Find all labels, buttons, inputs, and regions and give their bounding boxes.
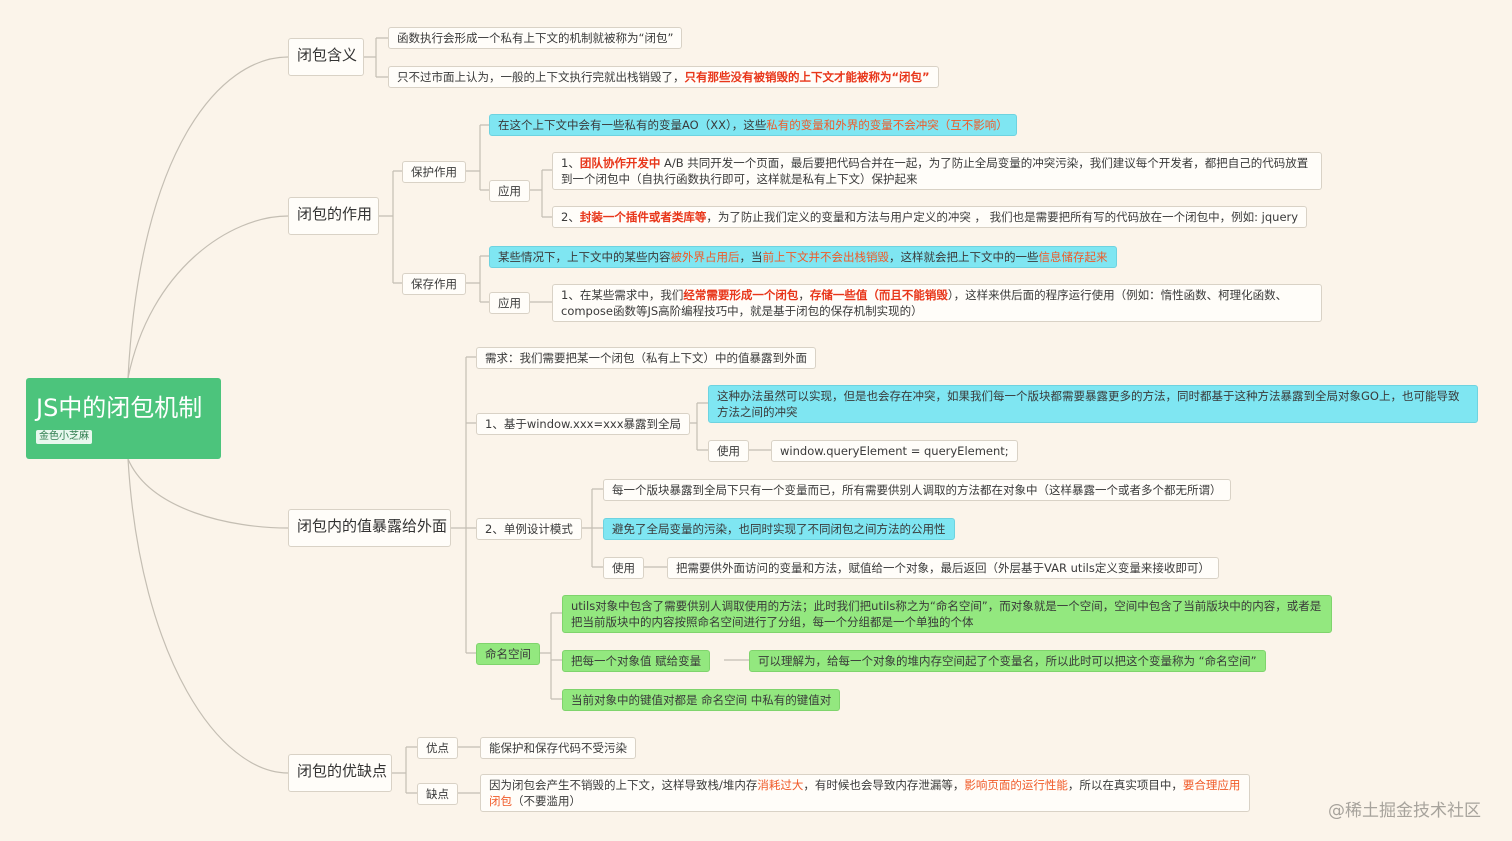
node-window-use[interactable]: 使用 [708,440,749,462]
link-root-expose [127,458,289,529]
node-pro[interactable]: 能保护和保存代码不受污染 [480,737,636,759]
node-window-code[interactable]: window.queryElement = queryElement; [771,440,1018,462]
node-protect-apply[interactable]: 应用 [489,180,530,202]
node-pros-cons[interactable]: 闭包的优缺点 [288,754,392,792]
node-protect-app2[interactable]: 2、封装一个插件或者类库等，为了防止我们定义的变量和方法与用户定义的冲突 ， 我… [552,206,1308,228]
node-save-desc[interactable]: 某些情况下，上下文中的某些内容被外界占用后，当前上下文并不会出栈销毁，这样就会把… [489,246,1117,268]
node-window[interactable]: 1、基于window.xxx=xxx暴露到全局 [476,413,691,435]
node-namespace-desc[interactable]: utils对象中包含了需要供别人调取使用的方法；此时我们把utils称之为“命名… [562,595,1332,633]
node-protect-desc[interactable]: 在这个上下文中会有一些私有的变量AO（XX），这些私有的变量和外界的变量不会冲突… [489,114,1017,136]
node-save-apply[interactable]: 应用 [489,292,530,314]
node-singleton[interactable]: 2、单例设计模式 [476,518,582,540]
node-namespace-assign[interactable]: 把每一个对象值 赋给变量 [562,650,711,672]
link-root-proscons [127,458,289,774]
node-singleton-use-desc[interactable]: 把需要供外面访问的变量和方法，赋值给一个对象，最后返回（外层基于VAR util… [667,557,1219,579]
node-singleton-note2[interactable]: 避免了全局变量的污染，也同时实现了不同闭包之间方法的公用性 [603,518,955,540]
root-node[interactable]: JS中的闭包机制 金色小芝麻 [26,378,221,459]
node-save-app1[interactable]: 1、在某些需求中，我们经常需要形成一个闭包，存储一些值（而且不能销毁），这样来供… [552,284,1322,322]
node-protect-app1[interactable]: 1、团队协作开发中 A/B 共同开发一个页面，最后要把代码合并在一起，为了防止全… [552,152,1322,190]
highlight-text: 只有那些没有被销毁的上下文才能被称为“闭包” [684,70,930,84]
node-meaning-1[interactable]: 函数执行会形成一个私有上下文的机制就被称为“闭包” [388,27,683,49]
node-role[interactable]: 闭包的作用 [288,197,379,235]
node-meaning[interactable]: 闭包含义 [288,38,364,76]
node-con-label[interactable]: 缺点 [417,783,458,805]
node-window-note[interactable]: 这种办法虽然可以实现，但是也会存在冲突，如果我们每一个版块都需要暴露更多的方法，… [708,385,1478,423]
link-root-meaning [127,56,289,379]
node-singleton-note1[interactable]: 每一个版块暴露到全局下只有一个变量而已，所有需要供别人调取的方法都在对象中（这样… [603,479,1231,501]
node-pro-label[interactable]: 优点 [417,737,458,759]
node-protect[interactable]: 保护作用 [402,161,466,183]
node-expose-need[interactable]: 需求：我们需要把某一个闭包（私有上下文）中的值暴露到外面 [476,347,816,369]
node-expose[interactable]: 闭包内的值暴露给外面 [288,509,451,547]
root-tag: 金色小芝麻 [36,430,92,444]
root-title: JS中的闭包机制 [36,394,203,422]
watermark: @稀土掘金技术社区 [1328,801,1481,821]
node-namespace-assign-note[interactable]: 可以理解为，给每一个对象的堆内存空间起了个变量名，所以此时可以把这个变量称为 “… [749,650,1266,672]
node-singleton-use[interactable]: 使用 [603,557,644,579]
node-con[interactable]: 因为闭包会产生不销毁的上下文，这样导致栈/堆内存消耗过大，有时候也会导致内存泄漏… [480,774,1250,812]
node-namespace-pairs[interactable]: 当前对象中的键值对都是 命名空间 中私有的键值对 [562,689,841,711]
node-namespace[interactable]: 命名空间 [476,643,540,665]
node-meaning-2[interactable]: 只不过市面上认为，一般的上下文执行完就出栈销毁了，只有那些没有被销毁的上下文才能… [388,66,939,88]
node-save[interactable]: 保存作用 [402,273,466,295]
link-root-role [127,215,289,379]
